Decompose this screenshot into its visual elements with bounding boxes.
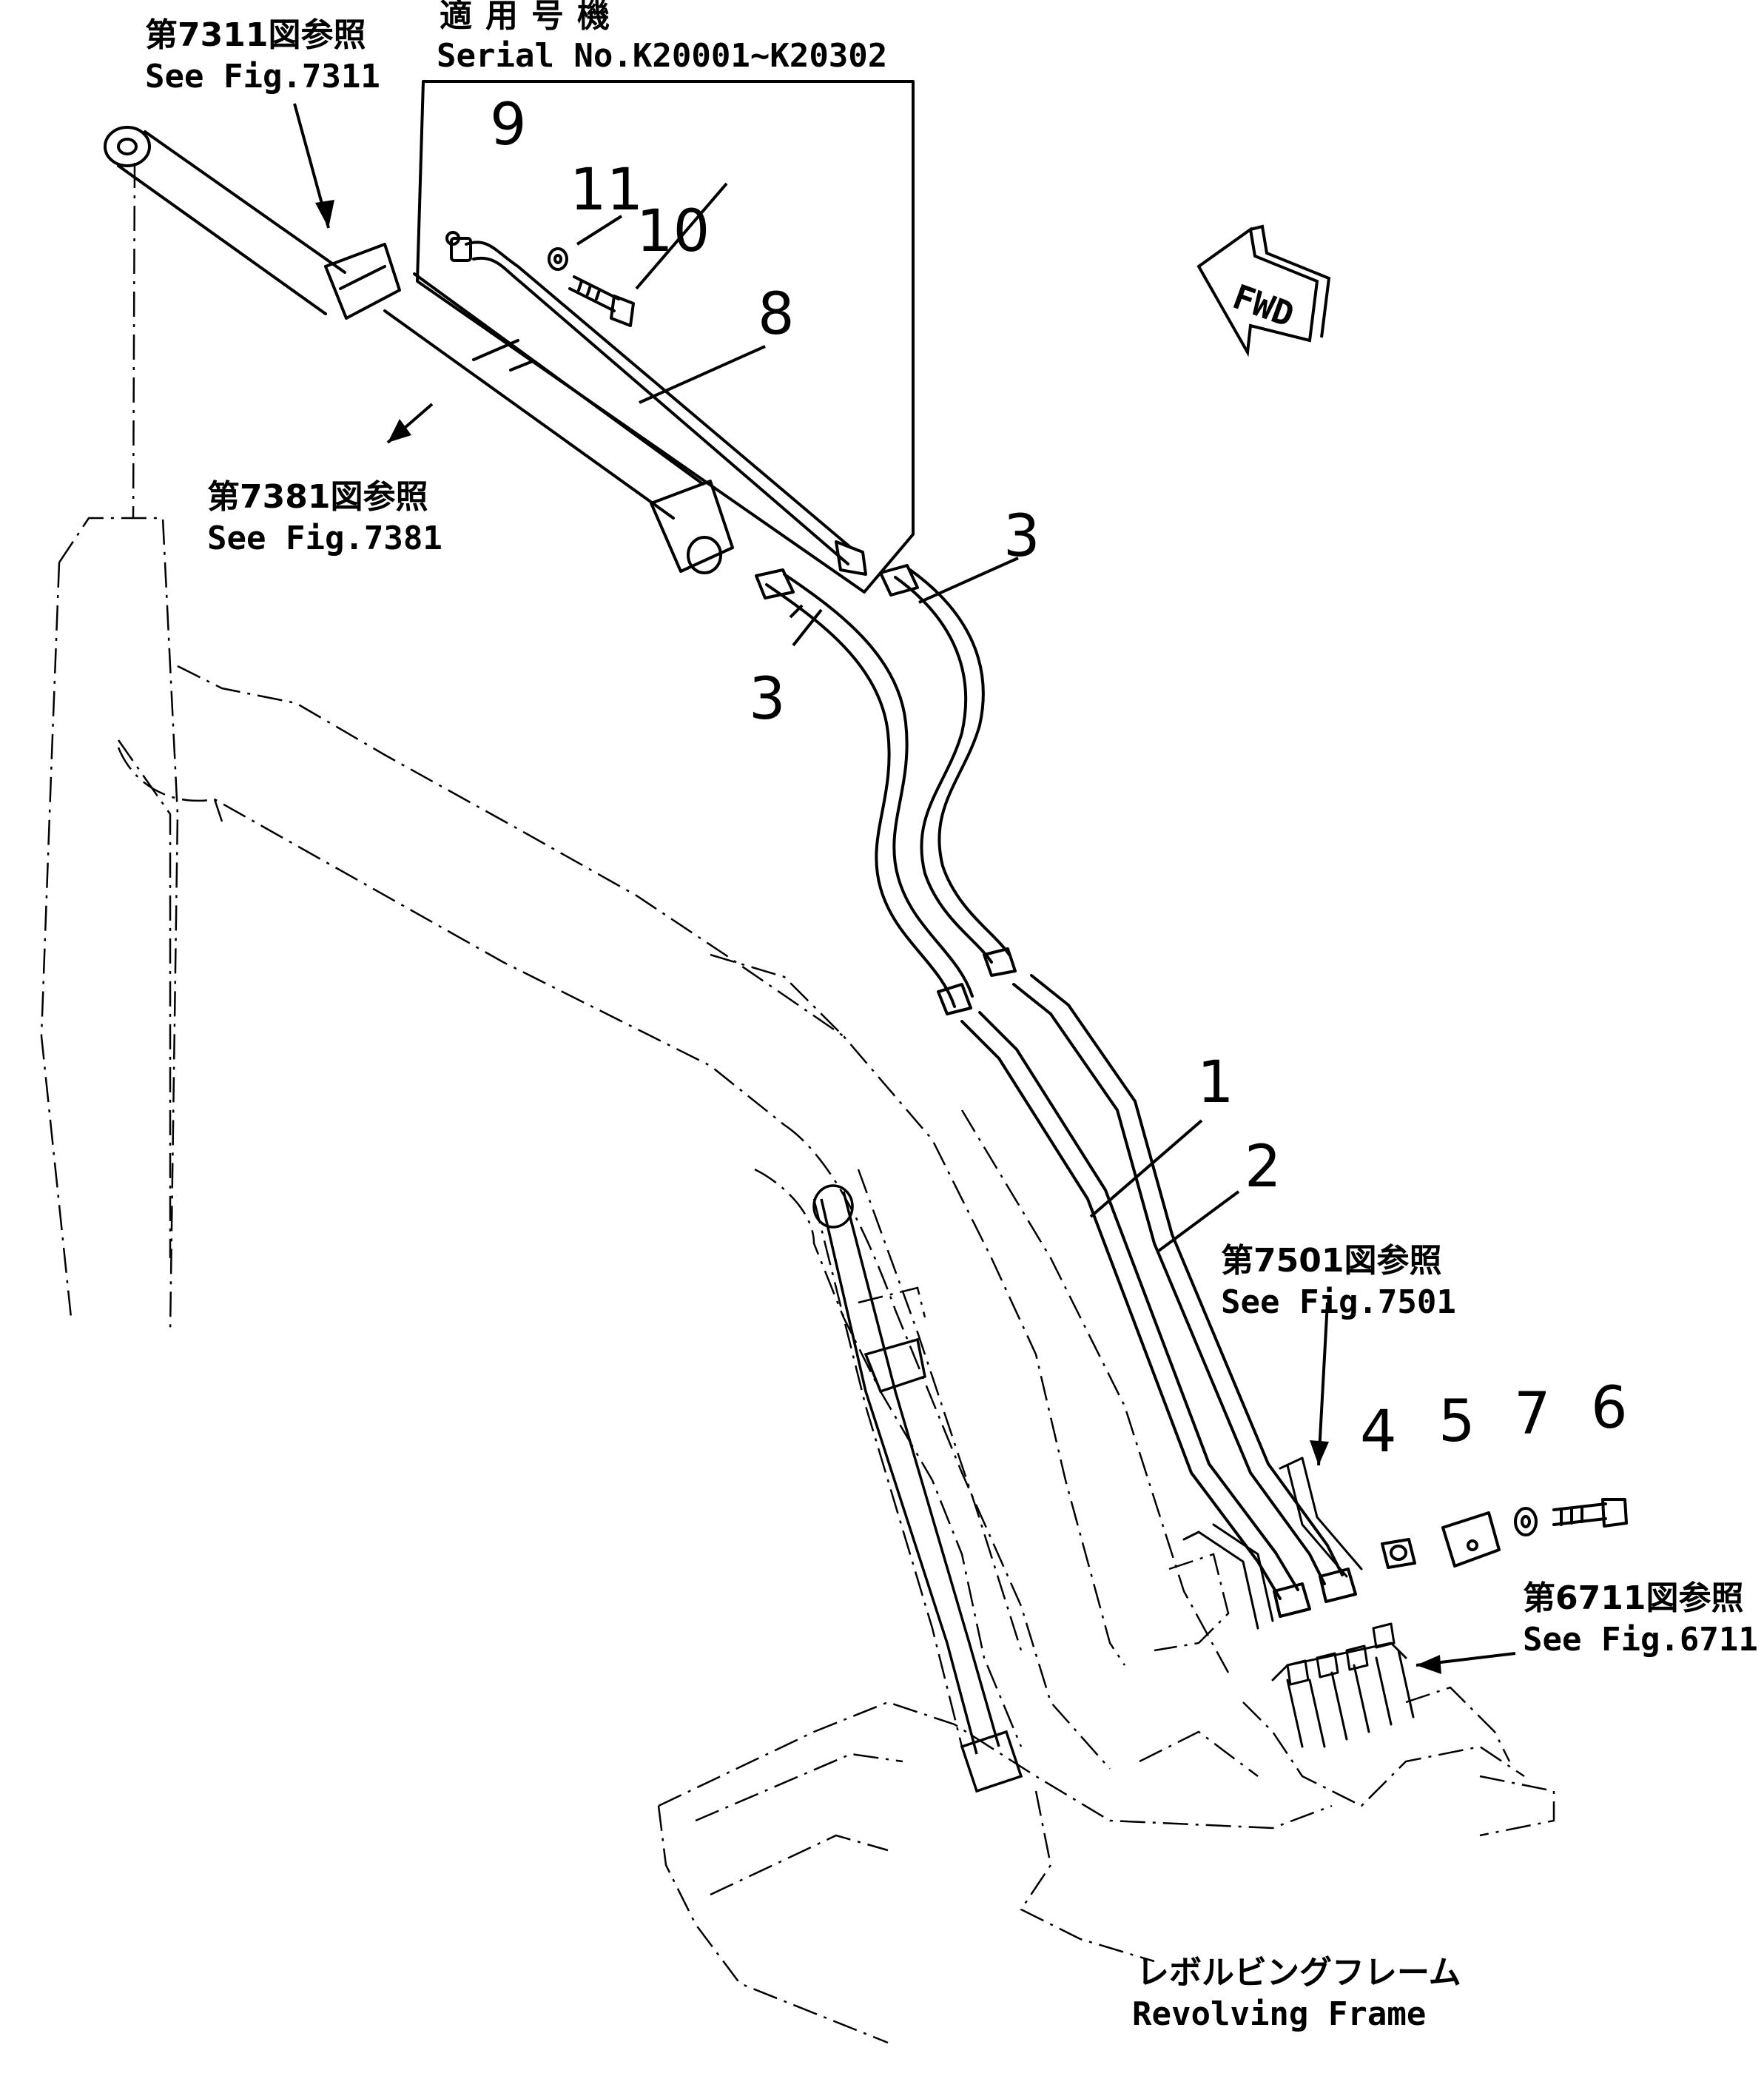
valve-pipes [1182,1457,1363,1630]
fitting-11 [548,247,568,271]
fitting-9 [445,231,460,246]
clamp-4 [1381,1538,1416,1569]
boom-outline [40,162,1555,2044]
callout-8: 8 [758,281,795,348]
arrowheads [315,200,1441,1674]
hose-3-left [755,568,974,1015]
ref-7501-en: See Fig.7501 [1221,1283,1456,1321]
ref-6711-jp: 第6711図参照 [1523,1579,1744,1617]
callout-4: 4 [1360,1399,1397,1465]
plate-5 [1441,1511,1501,1568]
callout-3-right: 3 [1003,503,1040,570]
callout-6: 6 [1591,1375,1628,1442]
ref-7381-en: See Fig.7381 [207,520,442,557]
serial-jp: 適用号機 [440,0,623,35]
bolt-10 [568,275,635,327]
bolt-6 [1552,1498,1628,1528]
serial-range: Serial No.K20001~K20302 [437,37,888,75]
callout-5: 5 [1438,1388,1475,1455]
callout-10: 10 [636,198,710,265]
washer-7 [1514,1507,1538,1536]
ref-7381-jp: 第7381図参照 [207,478,428,516]
pipe-8 [450,237,867,576]
callout-2: 2 [1245,1134,1282,1200]
callout-1: 1 [1197,1049,1234,1116]
ref-7311-jp: 第7311図参照 [145,16,366,54]
ref-7501-jp: 第7501図参照 [1221,1242,1442,1280]
callout-7: 7 [1514,1381,1551,1448]
leaders [293,103,1516,1667]
callout-9: 9 [490,92,527,158]
pipe-2 [1012,974,1357,1603]
ref-7311-en: See Fig.7311 [145,58,380,95]
control-valve-outline [1271,1622,1415,1748]
callout-3-left: 3 [749,666,786,733]
serial-bracket [416,80,915,594]
ref-6711-en: See Fig.6711 [1523,1621,1758,1659]
hose-3-right [879,564,1017,977]
frame-en: Revolving Frame [1132,1995,1427,2033]
callout-11: 11 [570,157,644,224]
boom-cylinder [812,1184,1023,1793]
fwd-arrow-icon [1196,224,1331,357]
arm-cylinder [104,126,734,574]
frame-jp: レボルビングフレーム [1137,1954,1461,1992]
